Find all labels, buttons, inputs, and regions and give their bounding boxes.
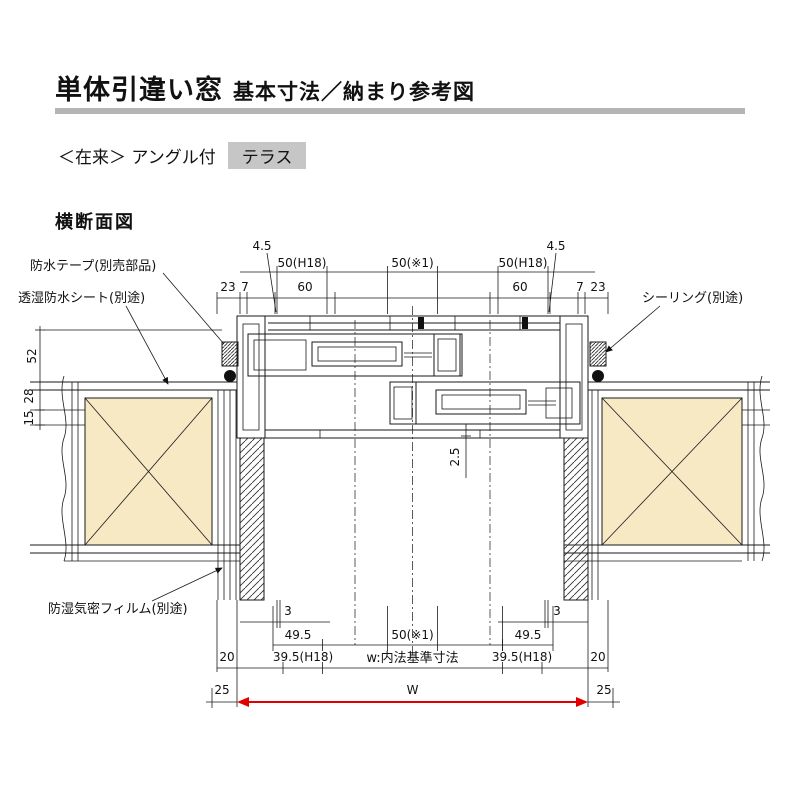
- right-wall: [564, 375, 770, 600]
- title-sub: 基本寸法／納まり参考図: [233, 80, 475, 104]
- centerlines: [354, 306, 491, 655]
- dim-60-top-right: 60: [512, 280, 527, 294]
- head-detail-left: [418, 317, 424, 329]
- sealing-dot-right: [592, 370, 604, 382]
- dim-20-left: 20: [219, 650, 234, 664]
- frame-posts: [239, 437, 589, 601]
- dim-2-5-group: 2.5: [448, 424, 471, 478]
- sealing-section-right: [589, 341, 607, 367]
- dim-39-5-right: 39.5(H18): [492, 650, 552, 664]
- dim-23-top-left: 23: [220, 280, 235, 294]
- dim-7-top-right: 7: [576, 280, 584, 294]
- section-title: 横断面図: [55, 212, 135, 233]
- title-main: 単体引違い窓: [55, 75, 223, 106]
- dim-50-note-bottom: 50(※1): [391, 628, 433, 642]
- top-dimension-lines: 4.5 4.5 50(H18) 50(※1) 50(H18): [216, 239, 609, 314]
- w-note: w:内法基準寸法: [366, 650, 458, 666]
- break-line-right: [759, 375, 765, 562]
- dim-2-5: 2.5: [448, 447, 462, 466]
- exterior-sash: [247, 333, 463, 377]
- left-wall: [30, 375, 240, 600]
- dim-4-5-right: 4.5: [546, 239, 565, 253]
- bottom-dimension-lines: 3 3 49.5 50(※1) 49.5 20 39.5(H18) w:内法基準…: [206, 600, 620, 708]
- dim-49-5-left: 49.5: [285, 628, 312, 642]
- dim-60-top-left: 60: [297, 280, 312, 294]
- dim-52: 52: [25, 348, 39, 363]
- variant-row: ＜在来＞ アングル付 テラス: [58, 142, 307, 169]
- title-underline-bar: [55, 108, 745, 114]
- head-detail-right: [522, 317, 528, 329]
- post-left: [239, 437, 265, 601]
- dim-20-right: 20: [590, 650, 605, 664]
- label-waterproof-tape: 防水テープ(別売部品): [30, 258, 156, 274]
- label-sealing: シーリング(別途): [642, 290, 743, 306]
- dim-4-5-left: 4.5: [252, 239, 271, 253]
- post-right: [563, 437, 589, 601]
- dim-50h18-top-right: 50(H18): [499, 256, 548, 270]
- dim-w: W: [407, 683, 419, 697]
- label-breathable-sheet: 透湿防水シート(別途): [18, 290, 145, 306]
- sealing-dot-left: [224, 370, 236, 382]
- annotations: 防水テープ(別売部品) 透湿防水シート(別途) シーリング(別途) 防湿気密フィ…: [18, 258, 743, 617]
- dim-25-left: 25: [214, 683, 229, 697]
- dim-50h18-top-left: 50(H18): [278, 256, 327, 270]
- break-line-left: [61, 375, 67, 562]
- dim-3-left: 3: [284, 604, 292, 618]
- window-frame-section: 2.5: [221, 315, 607, 478]
- variant-prefix: ＜在来＞ アングル付: [58, 148, 216, 168]
- label-vapor-film: 防湿気密フィルム(別途): [48, 601, 188, 617]
- page-title: 単体引違い窓 基本寸法／納まり参考図: [55, 68, 475, 107]
- dim-25-right: 25: [596, 683, 611, 697]
- interior-sash: [389, 381, 581, 425]
- dim-49-5-right: 49.5: [515, 628, 542, 642]
- dim-28: 28: [22, 388, 36, 403]
- waterproof-tape-section-left: [221, 341, 239, 367]
- variant-tag-terrace: テラス: [227, 142, 307, 169]
- dim-15: 15: [22, 410, 36, 425]
- right-jamb: [559, 315, 589, 439]
- dim-3-right: 3: [553, 604, 561, 618]
- dim-50-note-top: 50(※1): [391, 256, 433, 270]
- dim-23-top-right: 23: [590, 280, 605, 294]
- dim-39-5-left: 39.5(H18): [273, 650, 333, 664]
- dim-7-top-left: 7: [241, 280, 249, 294]
